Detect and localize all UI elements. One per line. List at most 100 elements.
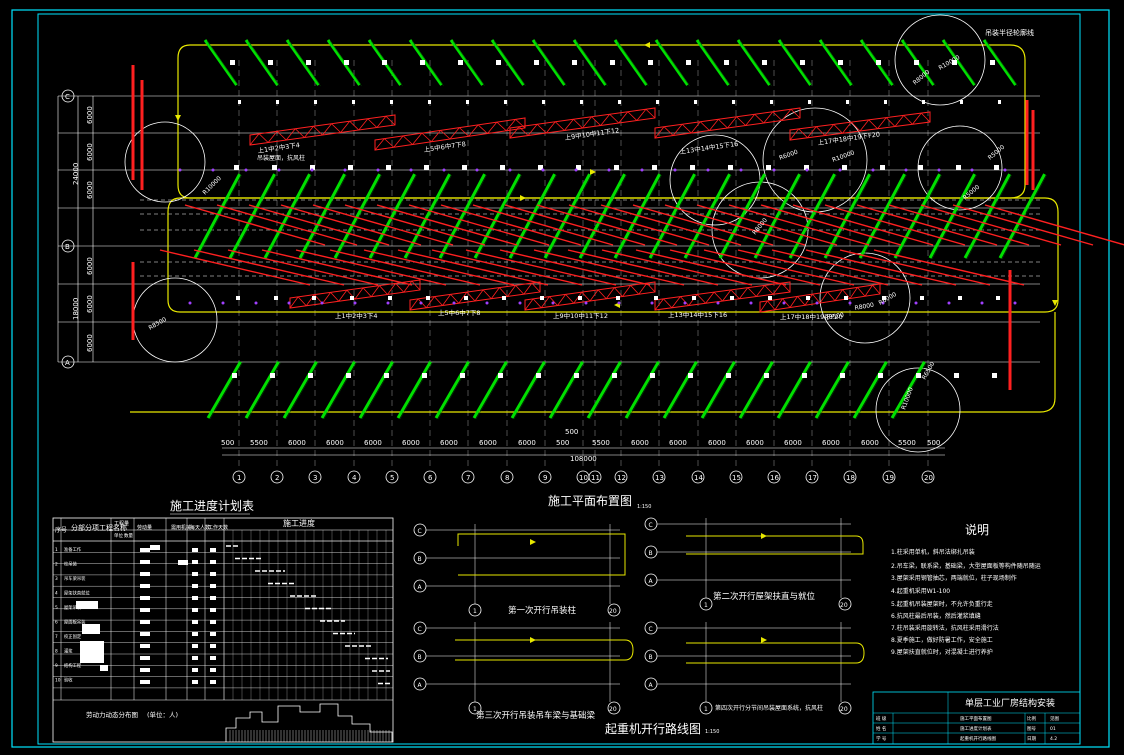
- axis-label: 2: [275, 474, 279, 482]
- schedule-row-name: 屋架扶直就位: [64, 590, 90, 597]
- truss-bottom-web: [759, 300, 768, 313]
- column-bottom: [510, 360, 546, 419]
- column-middle-edge: [616, 175, 662, 260]
- route-end-label: 1: [704, 602, 708, 609]
- anchor-mark: [409, 168, 413, 172]
- column-mark: [420, 60, 425, 65]
- column-mark: [422, 373, 427, 378]
- truss-top-web: [877, 117, 887, 129]
- route-caption-1: 第一次开行吊装柱: [508, 605, 577, 616]
- anchor-mark: [178, 168, 182, 172]
- anchor-mark: [838, 168, 842, 172]
- truss-top-web: [636, 108, 647, 121]
- axis-bubble: [921, 470, 935, 484]
- column-mark: [466, 100, 469, 104]
- truss-bottom-web: [671, 296, 681, 308]
- crane-beam: [984, 204, 1124, 246]
- route-row-label: B: [418, 556, 422, 563]
- tb-r1c2: 施工平面布置图: [960, 715, 992, 722]
- truss-bottom-web: [387, 283, 396, 295]
- column-bottom-edge: [437, 362, 471, 420]
- schedule-cell-mark: [210, 584, 216, 588]
- truss-bottom-web: [354, 287, 364, 300]
- column-mark: [654, 296, 658, 300]
- column-mark: [800, 60, 805, 65]
- column-middle: [368, 173, 416, 259]
- truss-top-web: [850, 121, 861, 132]
- truss-top-web: [509, 126, 520, 139]
- column-bottom: [586, 360, 622, 419]
- route-caption-3: 第三次开行吊装吊车梁与基础梁: [476, 710, 596, 721]
- column-mark: [502, 296, 506, 300]
- crane-beam: [440, 204, 582, 246]
- truss-top-web: [545, 121, 556, 134]
- route-arrow: [530, 637, 536, 643]
- column-middle: [228, 173, 276, 259]
- schedule-cell-mark: [210, 668, 216, 672]
- truss-bottom-web: [797, 296, 806, 306]
- axis-label: 3: [313, 474, 317, 482]
- schedule-row-no: 4: [55, 591, 58, 597]
- row-axis-bubble: [61, 355, 75, 369]
- truss-bottom-web: [557, 294, 566, 306]
- tb-r3c1: 学 号: [876, 735, 887, 742]
- truss-bottom-web: [782, 298, 791, 308]
- column-middle-edge: [721, 175, 767, 260]
- truss-bottom-web: [864, 284, 873, 297]
- crane-beams: [131, 65, 1124, 390]
- bottom-dim-text: 6000: [402, 439, 420, 447]
- truss-bottom-web: [370, 285, 380, 297]
- route-end-label: 20: [840, 706, 848, 713]
- anchor-mark: [706, 168, 710, 172]
- route-row-label: B: [649, 550, 653, 557]
- truss-top-web: [672, 123, 683, 136]
- column-middle: [333, 173, 381, 259]
- truss-bottom-web: [789, 296, 798, 308]
- column-top-edge: [411, 40, 444, 87]
- anchor-mark: [442, 168, 446, 172]
- left-dim-text: 6000: [86, 181, 94, 199]
- column-mark: [880, 165, 885, 170]
- axis-label: 12: [617, 474, 626, 482]
- truss-top-web: [681, 123, 692, 134]
- truss-bottom-web: [680, 296, 690, 306]
- schedule-cell-mark: [140, 584, 150, 588]
- column-mark: [992, 373, 997, 378]
- column-top: [572, 39, 607, 86]
- road-arrow: [520, 195, 526, 201]
- column-mark: [728, 165, 733, 170]
- radius-label: R8000: [854, 302, 875, 312]
- axis-label: 4: [352, 474, 357, 482]
- truss-bottom-web: [872, 284, 881, 295]
- anchor-mark: [419, 301, 423, 305]
- crane-beam: [499, 249, 651, 286]
- row-axis-bubble: [61, 239, 75, 253]
- column-mark: [994, 165, 999, 170]
- note-5: 5.起重机吊装屋架时，不允许负重行走: [891, 600, 993, 608]
- crane-beam: [216, 204, 358, 246]
- truss-label-bottom: 上13中14中15下16: [668, 310, 727, 319]
- column-mark: [840, 373, 845, 378]
- crane-beam: [568, 204, 710, 246]
- route-end-label: 1: [473, 706, 477, 713]
- truss-bottom-web: [654, 298, 664, 311]
- truss-top-web: [477, 124, 488, 134]
- anchor-mark: [343, 168, 347, 172]
- titleblock-title: 单层工业厂房结构安装: [965, 697, 1055, 709]
- column-mark: [386, 165, 391, 170]
- axis-label: 13: [655, 474, 664, 482]
- truss-top-web: [763, 111, 774, 124]
- schedule-row-no: 2: [55, 562, 58, 568]
- road-arrow: [175, 115, 181, 121]
- truss-top-web: [627, 111, 638, 121]
- route-row-label: B: [418, 654, 422, 661]
- column-middle-edge: [791, 175, 837, 260]
- column-mark: [314, 100, 317, 104]
- bottom-dim-text: 6000: [631, 439, 649, 447]
- truss-bottom-web: [425, 296, 435, 308]
- left-dim-text: 6000: [86, 334, 94, 352]
- route-end-label: 1: [473, 608, 477, 615]
- bottom-dim-text: 6000: [822, 439, 840, 447]
- schedule-cell-mark: [140, 596, 150, 600]
- truss-top-web: [663, 126, 674, 136]
